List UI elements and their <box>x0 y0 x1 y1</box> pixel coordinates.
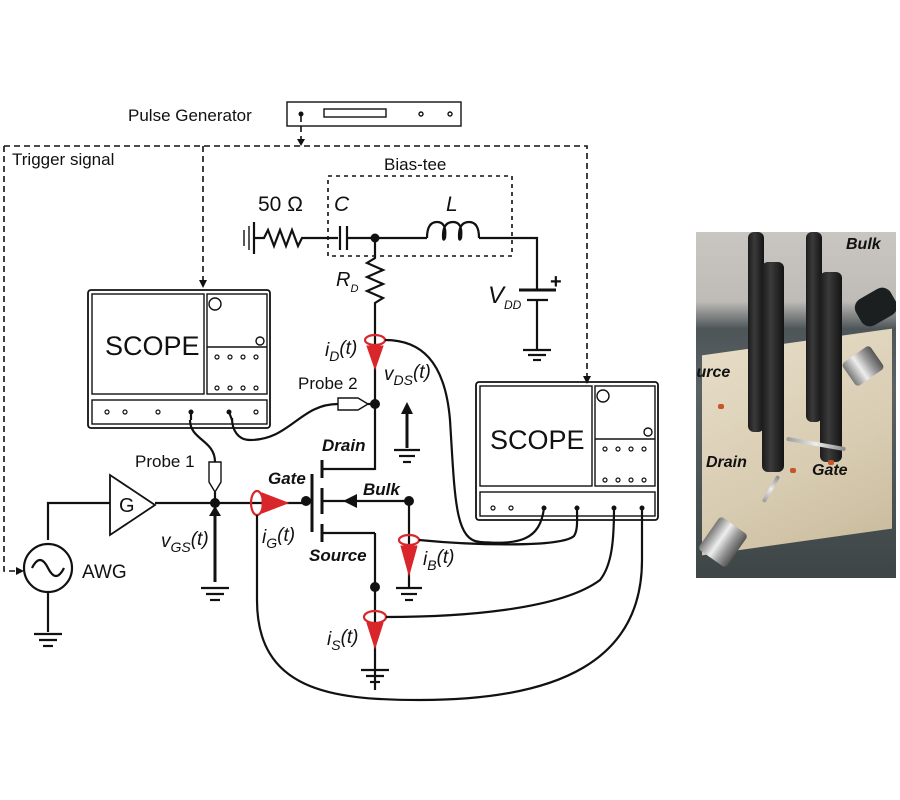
vds-arrow-ground <box>394 402 420 464</box>
solder-pad <box>828 460 834 465</box>
probe2 <box>230 397 375 442</box>
coax-cable-right <box>851 284 896 330</box>
bulk-label: Bulk <box>363 480 401 499</box>
probe1-label: Probe 1 <box>135 452 195 471</box>
solder-pad <box>790 468 796 473</box>
amplifier <box>46 473 157 540</box>
device-photo: Bulk Source Drain Gate <box>696 232 896 578</box>
ig-label: iG(t) <box>262 525 295 551</box>
vdd-label: VDD <box>488 282 522 312</box>
scope-left-label: SCOPE <box>105 331 200 361</box>
pulse-generator-label: Pulse Generator <box>128 106 252 125</box>
photo-label-gate: Gate <box>812 462 848 479</box>
ib-current-probe <box>396 501 422 602</box>
current-probe-cables <box>255 338 644 702</box>
ib-label: iB(t) <box>423 547 455 573</box>
rd-label: RD <box>336 269 358 295</box>
inductor-label: L <box>446 193 458 216</box>
vgs-label: vGS(t) <box>161 529 209 555</box>
probe-drain <box>762 262 784 472</box>
solder-pad <box>718 404 724 409</box>
bias-tee-label: Bias-tee <box>384 155 446 174</box>
gate-wire <box>155 489 306 517</box>
trigger-lines <box>3 116 591 575</box>
vdd-supply <box>519 288 556 362</box>
probe-source <box>748 232 764 432</box>
vds-label: vDS(t) <box>384 362 431 388</box>
gate-label: Gate <box>268 469 306 488</box>
mosfet <box>301 460 414 690</box>
trigger-signal-label: Trigger signal <box>12 150 114 169</box>
bias-tee-box <box>327 175 513 257</box>
probe-gate <box>820 272 842 462</box>
amplifier-label: G <box>119 495 135 517</box>
is-label: iS(t) <box>327 627 359 653</box>
photo-label-source: Source <box>696 364 731 381</box>
scope-right-label: SCOPE <box>490 425 585 455</box>
awg-label: AWG <box>82 562 127 583</box>
photo-label-bulk: Bulk <box>846 236 881 253</box>
id-label: iD(t) <box>325 338 357 364</box>
resistor-50-ohm-label: 50 Ω <box>258 193 303 216</box>
pulse-generator <box>286 101 462 127</box>
capacitor-label: C <box>334 193 350 216</box>
vdd-polarity: + <box>550 271 562 293</box>
drain-resistor <box>364 238 386 330</box>
scope-left <box>87 289 271 429</box>
photo-label-drain: Drain <box>706 454 747 471</box>
awg-source <box>22 542 74 648</box>
source-label: Source <box>309 546 367 565</box>
probe1 <box>188 419 229 602</box>
probe2-label: Probe 2 <box>298 374 358 393</box>
drain-label: Drain <box>322 436 365 455</box>
bias-tee-circuit <box>243 220 539 290</box>
probe-bulk <box>806 232 822 422</box>
